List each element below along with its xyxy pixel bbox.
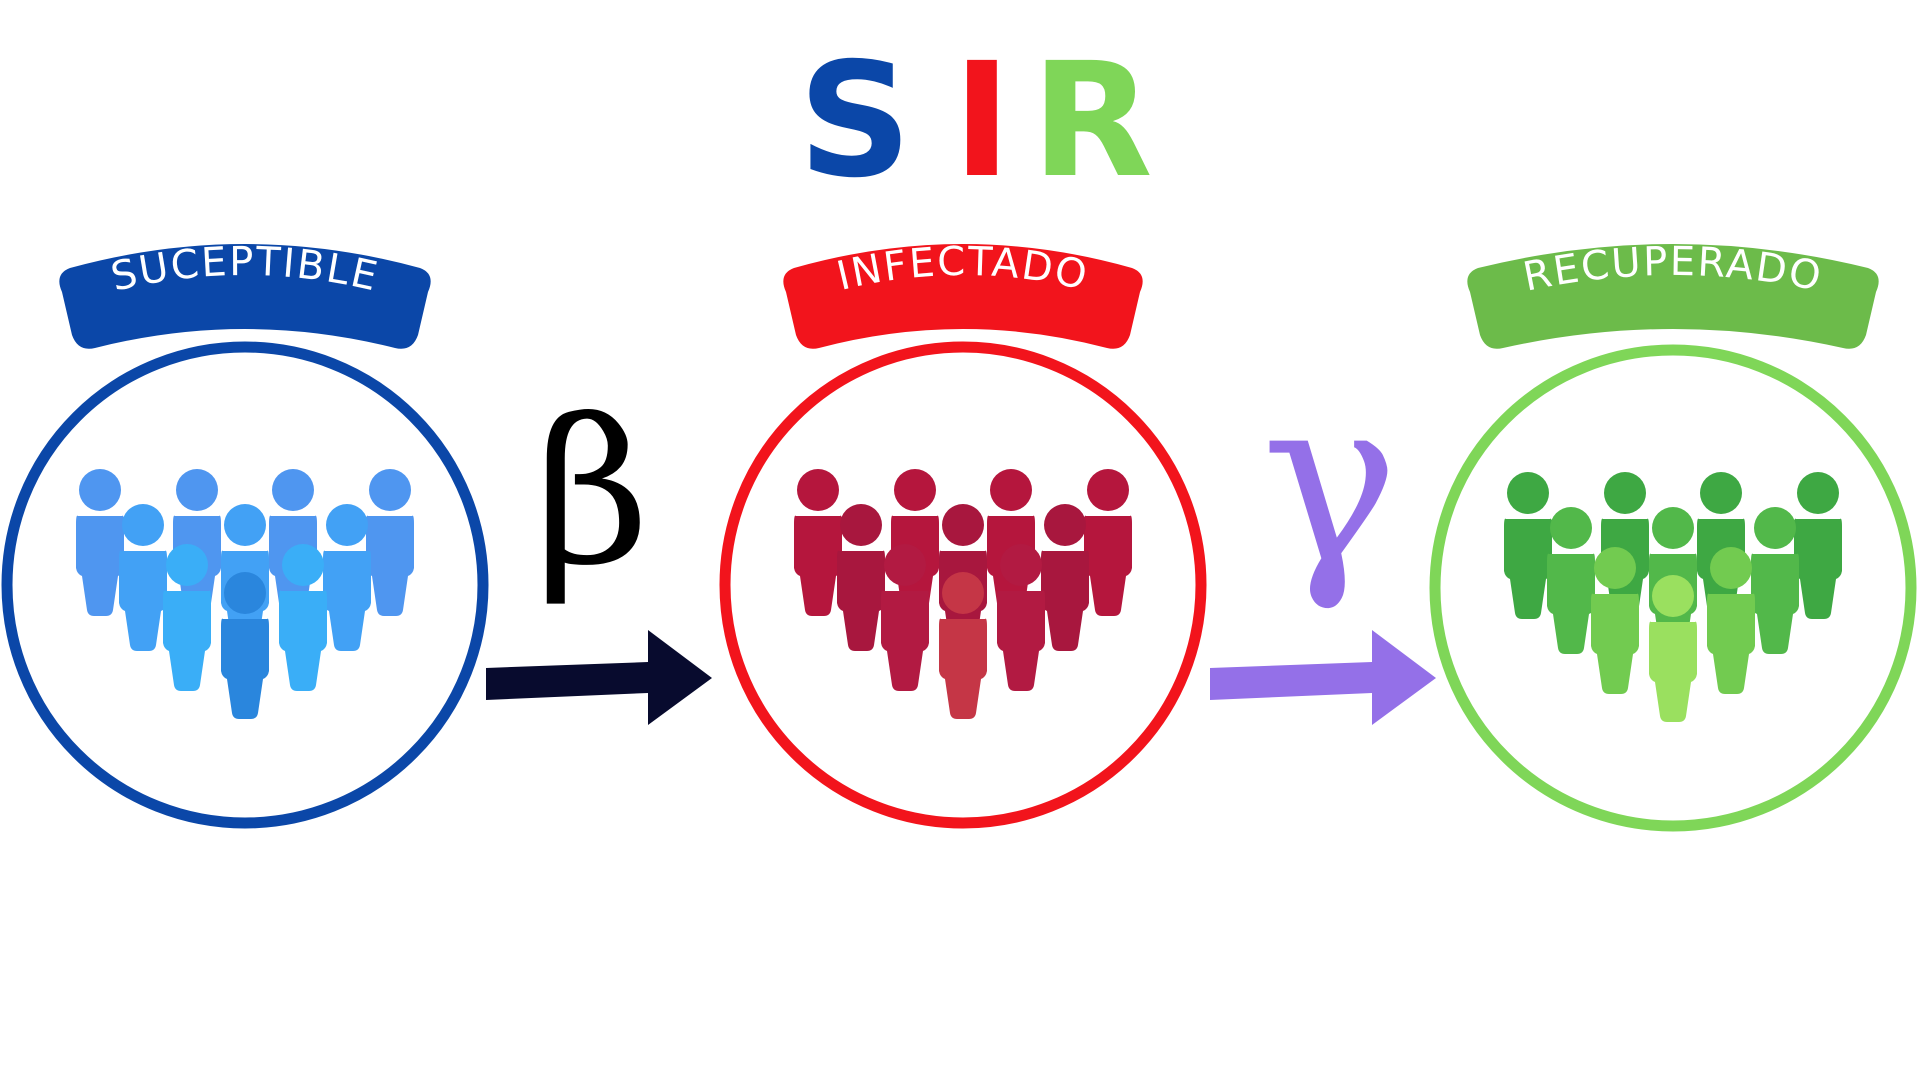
compartment-susceptible: SUCEPTIBLE bbox=[1, 239, 489, 829]
compartment-ring bbox=[1, 341, 489, 829]
title-letter-i: I bbox=[953, 29, 1012, 213]
arrow-right-icon bbox=[486, 630, 712, 725]
label-badge bbox=[1467, 244, 1879, 349]
compartment-ring bbox=[1429, 344, 1917, 832]
diagram-title: S I R bbox=[798, 29, 1153, 213]
compartment-recovered: RECUPERADO bbox=[1429, 239, 1917, 832]
compartment-ring bbox=[719, 341, 1207, 829]
label-badge bbox=[59, 244, 431, 349]
label-badge bbox=[783, 244, 1143, 349]
people-group-icon bbox=[794, 469, 1132, 719]
compartment-infected: INFECTADO bbox=[719, 239, 1207, 829]
title-letter-r: R bbox=[1031, 29, 1153, 213]
transition-infection: β bbox=[486, 377, 712, 725]
transition-recovery: γ bbox=[1210, 348, 1436, 725]
title-letter-s: S bbox=[798, 29, 912, 213]
people-group-icon bbox=[76, 469, 414, 719]
gamma-symbol: γ bbox=[1261, 348, 1398, 615]
beta-symbol: β bbox=[534, 377, 650, 610]
arrow-right-icon bbox=[1210, 630, 1436, 725]
people-group-icon bbox=[1504, 472, 1842, 722]
